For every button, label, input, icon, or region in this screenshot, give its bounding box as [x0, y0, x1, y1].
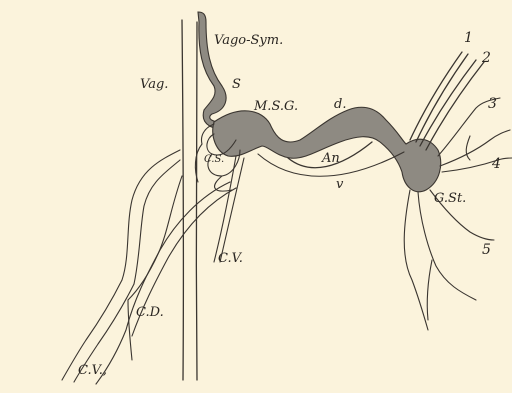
- label-4: 4: [491, 156, 501, 172]
- label-cs: C.S.: [204, 154, 224, 165]
- branch-5: [404, 190, 494, 330]
- ganglion-chain: [213, 107, 441, 192]
- label-msg: M.S.G.: [253, 99, 298, 114]
- label-1: 1: [464, 30, 473, 46]
- vago-sympathetic-branch: [198, 12, 234, 129]
- label-vag: Vag.: [140, 77, 168, 92]
- labels: Vago-Sym. Vag. S M.S.G. d. C.S. An v C.V…: [78, 30, 501, 378]
- label-d: d.: [334, 97, 346, 112]
- cv-nerve: [214, 156, 244, 262]
- vagus-trunk: [182, 20, 197, 380]
- middle-sympathetic-ganglion: [213, 107, 441, 192]
- label-cv: C.V.: [218, 251, 243, 266]
- descending-nerves: [62, 150, 236, 384]
- label-v: v: [336, 177, 344, 192]
- label-an: An: [321, 151, 340, 166]
- label-s: S: [232, 77, 241, 92]
- label-vago-sym: Vago-Sym.: [214, 33, 283, 48]
- label-cv1: C.V.,: [78, 363, 107, 378]
- branches-1-2: [410, 52, 484, 150]
- label-2: 2: [481, 50, 491, 66]
- label-3: 3: [488, 96, 497, 112]
- label-cd: C.D.: [136, 305, 164, 320]
- label-gst: G.St.: [434, 191, 466, 206]
- label-5: 5: [482, 242, 491, 258]
